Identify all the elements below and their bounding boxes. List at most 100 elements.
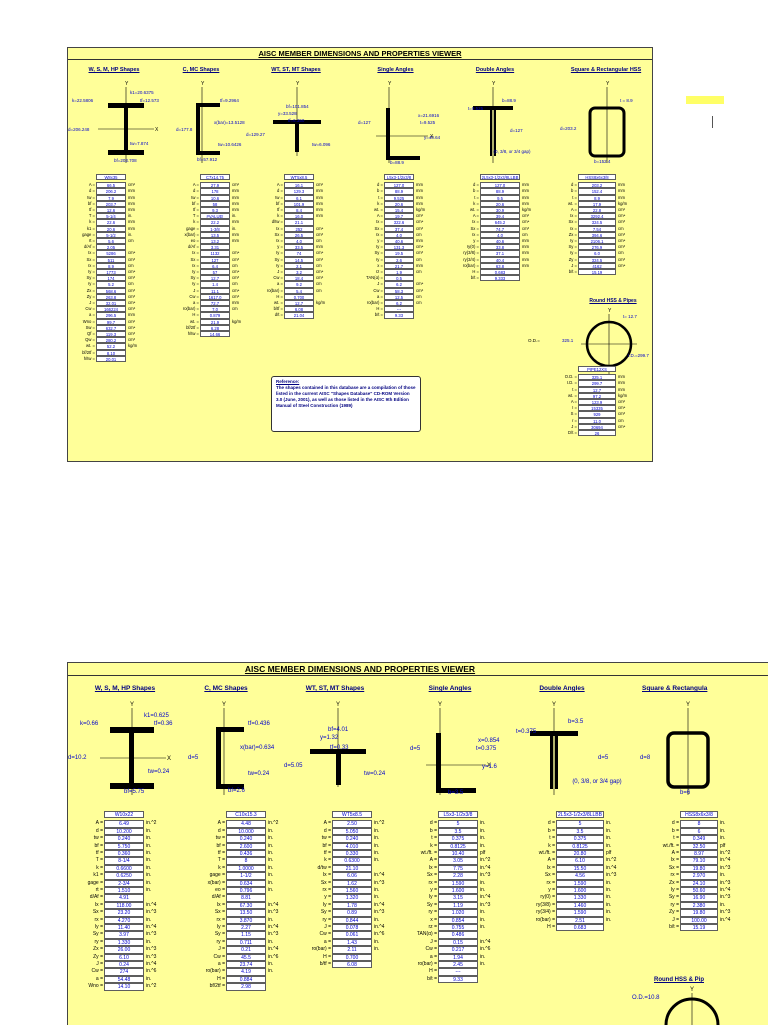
section-designation-select[interactable]: L5x3-1/2x3/8 <box>384 174 414 181</box>
property-value: 0.5 <box>384 275 414 282</box>
property-value: 12.7 <box>284 300 314 307</box>
property-unit: in. <box>146 975 152 982</box>
property-label: Sy = <box>374 250 384 256</box>
property-label: Sx = <box>214 909 225 916</box>
angle-label-d-bottom: d=5 <box>410 746 421 752</box>
property-value: 1132 <box>200 250 230 257</box>
property-unit: in. <box>480 953 486 960</box>
property-unit: in.^2 <box>374 820 385 827</box>
property-unit: mm <box>522 244 529 250</box>
property-unit: in.^3 <box>268 909 279 916</box>
section-designation-select[interactable]: 2L5x3-1/2x3/8LLBB <box>556 811 604 819</box>
property-value: 203.7 <box>96 200 126 207</box>
property-value: 4.56 <box>556 872 604 880</box>
property-unit: in. <box>268 968 274 975</box>
section-designation-select[interactable]: 2L5x3-1/2x3/8LLBB <box>480 174 520 181</box>
double-angle-label-gap: (0, 3/8, or 3/4 gap) <box>493 149 531 154</box>
property-value: 21.7 <box>384 262 414 269</box>
wt-label-tw-bottom: tw=0.24 <box>364 771 386 777</box>
property-label: wt. = <box>190 318 199 324</box>
property-unit: mm <box>416 188 423 194</box>
property-label: Cw = <box>373 287 383 293</box>
property-unit: plf <box>480 850 486 856</box>
property-label: J = <box>430 938 437 945</box>
property-label: A = <box>276 182 283 188</box>
property-unit: mm <box>128 207 135 212</box>
property-label: A = <box>671 850 679 856</box>
property-value: 11.40 <box>104 924 144 932</box>
property-unit: in. <box>146 835 152 842</box>
property-value: 5 <box>438 820 478 828</box>
section-designation-select[interactable]: PIPE12XS <box>578 366 616 373</box>
property-label: wt. = <box>86 343 95 349</box>
property-value: 127.0 <box>480 182 520 189</box>
property-label: Cw = <box>91 968 103 975</box>
property-label: b = <box>377 188 383 194</box>
section-designation-select[interactable]: C10x15.3 <box>226 811 266 819</box>
property-value: 26 <box>578 430 616 437</box>
property-label: d = <box>95 827 103 834</box>
section-designation-select[interactable]: WT5x8.5 <box>332 811 372 819</box>
property-unit: mm <box>128 188 135 194</box>
property-value: 21.1 <box>284 219 314 226</box>
angle-label-y-bottom: y=1.6 <box>482 764 497 770</box>
property-value: 40.4 <box>480 256 520 263</box>
property-unit: in. <box>606 901 612 908</box>
section-designation-select[interactable]: W10x22 <box>104 811 144 819</box>
property-unit: in.^4 <box>480 864 491 871</box>
property-label: Zx = <box>86 287 95 293</box>
property-label: ro(bar) = <box>182 306 199 312</box>
property-label: Ix = <box>276 225 283 231</box>
section-designation-select[interactable]: HSS8x6x3/8 <box>578 174 616 181</box>
property-unit: in. <box>480 835 486 842</box>
property-label: d = <box>571 182 577 188</box>
property-value: 30.9 <box>480 207 520 214</box>
header-double-angles: Double Angles <box>475 67 515 73</box>
side-highlight <box>686 96 724 104</box>
property-unit: mm <box>128 194 135 200</box>
property-value: 6.10 <box>556 857 604 865</box>
property-unit: in. <box>374 842 380 849</box>
section-designation-select[interactable]: C7x14.75 <box>200 174 230 181</box>
property-unit: in.^3 <box>146 909 157 916</box>
property-label: Sy = <box>568 244 578 250</box>
header-double-angles-bottom: Double Angles <box>539 685 585 692</box>
property-value: 5.4 <box>284 287 314 294</box>
section-designation-select[interactable]: W8x35 <box>96 174 126 181</box>
property-unit: cm <box>128 262 134 268</box>
section-designation-select[interactable]: WT5x8.5 <box>284 174 314 181</box>
property-unit: in. <box>606 894 612 901</box>
property-label: rx = <box>322 887 331 893</box>
header-single-angles-bottom: Single Angles <box>428 685 472 692</box>
section-designation-select[interactable]: L5x3-1/2x3/8 <box>438 811 478 819</box>
property-label: Ix = <box>428 864 437 871</box>
property-label: a = <box>95 975 103 982</box>
property-label: J = <box>218 946 225 953</box>
property-label: h/tw = <box>83 355 95 361</box>
property-unit: in. <box>268 857 274 864</box>
property-label: O.D. = <box>564 374 577 380</box>
property-unit: cm⁴ <box>128 324 136 330</box>
double-angle-label-t-bottom: t=0.375 <box>516 729 537 735</box>
svg-text:Y: Y <box>201 81 205 87</box>
c-label-tf-bottom: tf=0.436 <box>248 721 270 727</box>
bottom-sheet: AISC MEMBER DIMENSIONS AND PROPERTIES VI… <box>67 662 768 1025</box>
property-label: h/tw = <box>187 331 199 336</box>
property-label: gage = <box>87 879 103 886</box>
property-value: 6.49 <box>104 820 144 828</box>
svg-text:Y: Y <box>690 987 694 993</box>
property-value: 101.9 <box>284 200 314 207</box>
property-label: a = <box>429 953 437 960</box>
property-value: 131.3 <box>384 244 414 251</box>
property-value: 2.970 <box>680 872 718 880</box>
property-value: 79.10 <box>680 857 718 865</box>
property-label: Iy = <box>428 894 437 901</box>
property-unit: in.^3 <box>374 879 385 886</box>
property-label: Sx = <box>568 219 578 225</box>
property-label: ry = <box>87 281 95 287</box>
property-label: ry(3/8) = <box>536 901 555 908</box>
property-unit: mm <box>232 231 239 237</box>
property-unit: cm⁴ <box>618 423 626 429</box>
section-designation-select[interactable]: HSS8x6x3/8 <box>680 811 718 819</box>
wt-label-y-bottom: y=1.32 <box>320 735 339 741</box>
